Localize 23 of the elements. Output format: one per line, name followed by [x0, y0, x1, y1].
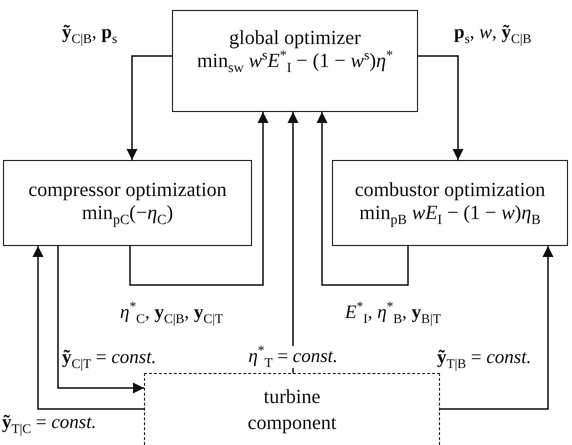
- formula: min$_{pC}$(−η$_{C}$): [82, 202, 174, 225]
- edge-label: E$^{*}$$_{I}$, η$^{*}$$_{B}$, y$_{B|T}$: [343, 302, 443, 324]
- arrow: [129, 112, 268, 286]
- arrow: [418, 55, 464, 160]
- node-title: global optimizer: [229, 27, 361, 50]
- dashed-component-box: [144, 373, 440, 445]
- edge-label: p$_{s}$, w, ỹ$_{C|B}$: [452, 22, 534, 44]
- edge-label: η$^{*}$$_{C}$, y$_{C|B}$, y$_{C|T}$: [118, 302, 226, 324]
- edge-label: ỹ$_{C|B}$, p$_{s}$: [60, 22, 120, 44]
- node-title: compressor optimization: [28, 179, 227, 202]
- arrow: [316, 112, 409, 286]
- arrow: [288, 112, 298, 373]
- process-box: [172, 10, 418, 112]
- arrow: [57, 246, 144, 394]
- formula: min$_{pB}$ wE$_{I}$ − (1 − w)η$_{B}$: [359, 202, 541, 225]
- arrow: [126, 55, 172, 160]
- arrow: [440, 246, 554, 410]
- node-title: turbine component: [246, 385, 338, 436]
- process-box: [332, 160, 568, 246]
- node-title: combustor optimization: [354, 179, 546, 202]
- formula: min$_{sw}$ w$^{s}$E$^{*}$$_{I}$ − (1 − w$^{s}$)η$^{*}$: [197, 50, 393, 73]
- arrow: [32, 246, 144, 410]
- process-box: [3, 160, 252, 246]
